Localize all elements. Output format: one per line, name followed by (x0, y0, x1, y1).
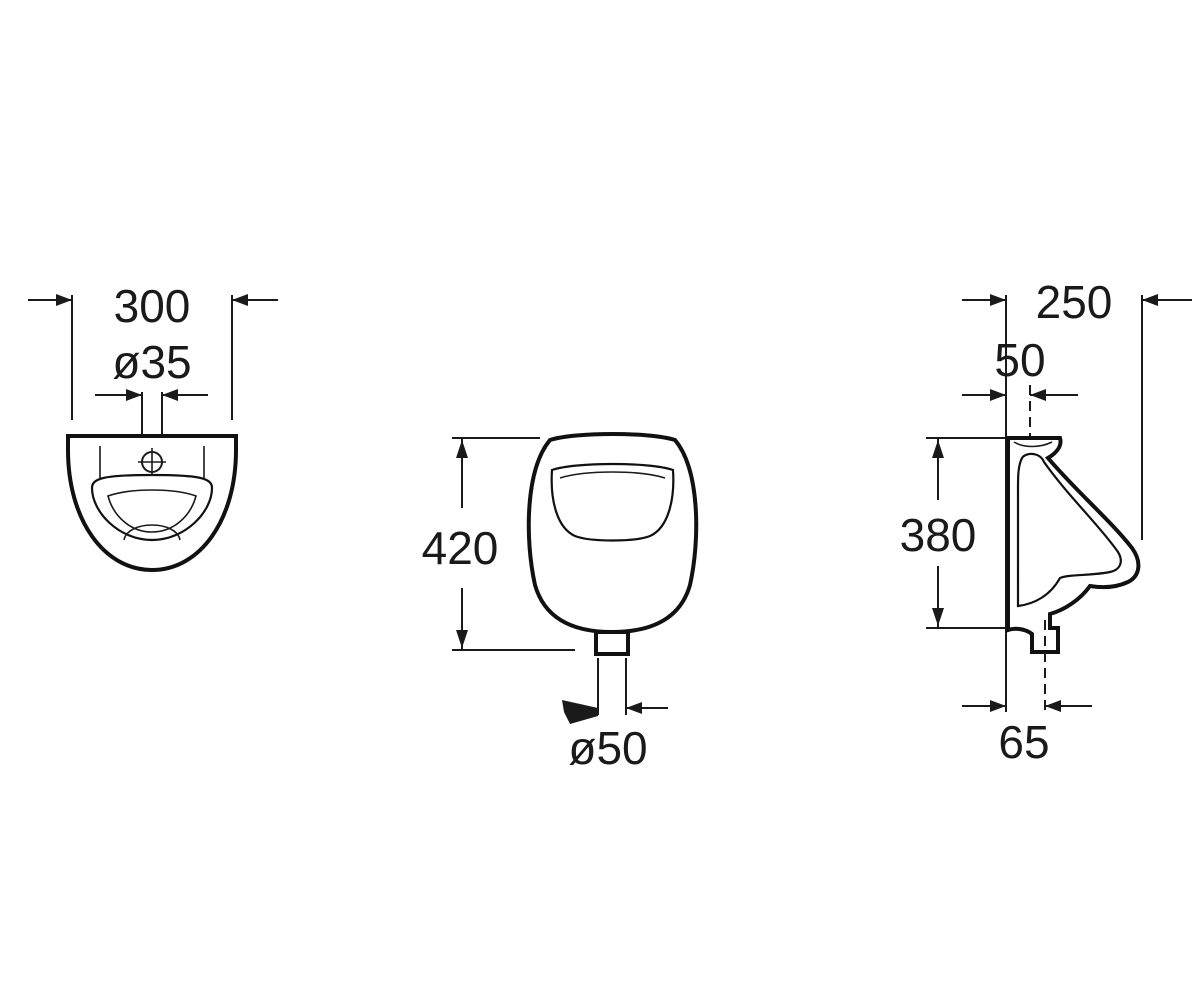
arrowhead-icon (162, 389, 178, 401)
arrowhead-icon (626, 702, 642, 714)
arrowhead-icon (56, 294, 72, 306)
arrowhead-icon (990, 294, 1006, 306)
height-380-label: 380 (900, 509, 977, 561)
top-view-inner-basin-rim (107, 489, 197, 533)
arrowhead-icon (1142, 294, 1158, 306)
arrowhead-icon (456, 630, 468, 648)
side-view: 250 50 380 65 (900, 276, 1192, 768)
width-300-label: 300 (114, 280, 191, 332)
inlet-offset-50-label: 50 (994, 334, 1045, 386)
arrowhead-icon (1045, 700, 1061, 712)
front-view-outlet-stub (594, 630, 630, 656)
arrowhead-icon (932, 608, 944, 626)
outlet-diameter-50-label: ø50 (568, 722, 647, 774)
arrowhead-icon (990, 389, 1006, 401)
top-view-inner-basin (90, 473, 214, 542)
top-view-drain-arc (123, 524, 181, 541)
inlet-diameter-35-label: ø35 (112, 336, 191, 388)
side-view-inner-cavity (1016, 452, 1122, 608)
top-view: 300 ø35 (28, 280, 278, 573)
arrowhead-icon (456, 440, 468, 458)
side-view-inlet-detail (1013, 441, 1053, 448)
height-420-label: 420 (422, 522, 499, 574)
front-view-inner-opening (550, 462, 675, 542)
depth-250-label: 250 (1036, 276, 1113, 328)
front-view: 420 ø50 (422, 432, 699, 774)
arrowhead-icon (232, 294, 248, 306)
outlet-arrow-marker-icon (562, 700, 598, 724)
outlet-offset-65-label: 65 (998, 716, 1049, 768)
arrowhead-icon (1030, 389, 1046, 401)
arrowhead-icon (932, 440, 944, 458)
arrowhead-icon (990, 700, 1006, 712)
front-view-inner-opening-rim (559, 471, 666, 479)
arrowhead-icon (126, 389, 142, 401)
